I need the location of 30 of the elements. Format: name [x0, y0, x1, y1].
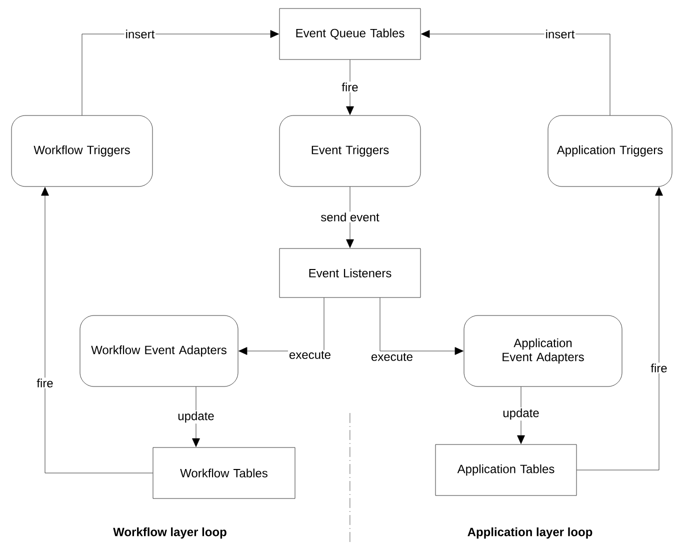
arrow	[41, 187, 153, 474]
section-caption: Workflow layer loop	[113, 527, 226, 539]
edge-label: execute	[370, 352, 414, 362]
rounded-box: Application Event Adapters	[464, 315, 622, 387]
arrow	[517, 386, 525, 444]
edge-label: execute	[288, 350, 332, 360]
rounded-box: Application Triggers	[548, 115, 672, 187]
arrow	[346, 60, 354, 115]
arrow	[421, 30, 610, 116]
arrow	[82, 30, 279, 116]
rounded-box: Event Triggers	[279, 115, 421, 187]
edge-label: insert	[544, 28, 576, 40]
edge-label: insert	[124, 28, 156, 40]
table-box: Event Queue Tables	[279, 8, 421, 60]
arrow	[576, 187, 663, 470]
table-box: Workflow Tables	[152, 447, 296, 499]
section-caption: Application layer loop	[468, 527, 592, 539]
arrow	[380, 298, 464, 355]
rounded-box: Workflow Event Adapters	[80, 315, 238, 387]
table-box: Application Tables	[435, 444, 577, 496]
edge-label: update	[502, 407, 540, 421]
edge-label: fire	[36, 378, 54, 388]
edge-label: fire	[650, 362, 668, 374]
edge-label: send event	[320, 212, 380, 222]
edge-label: fire	[340, 82, 360, 92]
edge-label: update	[176, 410, 216, 424]
arrow	[192, 386, 200, 447]
table-box: Event Listeners	[279, 248, 421, 298]
arrow	[346, 186, 354, 248]
rounded-box: Workflow Triggers	[11, 115, 153, 187]
